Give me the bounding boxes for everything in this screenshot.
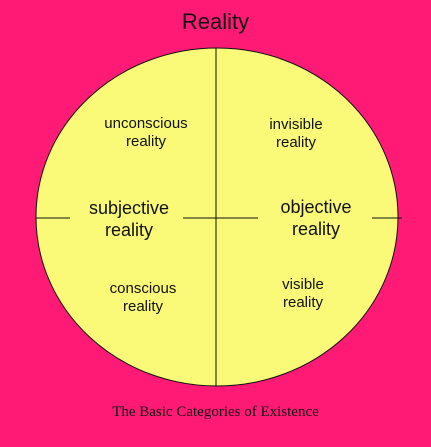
visible-reality-label: visible reality [282,276,324,311]
conscious-reality-label: conscious reality [109,280,177,315]
reality-circle [35,47,399,387]
invisible-reality-label: invisible reality [269,116,323,151]
subjective-reality-label: subjective reality [88,198,170,240]
unconscious-reality-label: unconscious reality [104,115,188,150]
objective-reality-label: objective reality [280,197,352,239]
diagram-caption: The Basic Categories of Existence [112,404,319,420]
diagram-title: Reality [181,9,250,34]
